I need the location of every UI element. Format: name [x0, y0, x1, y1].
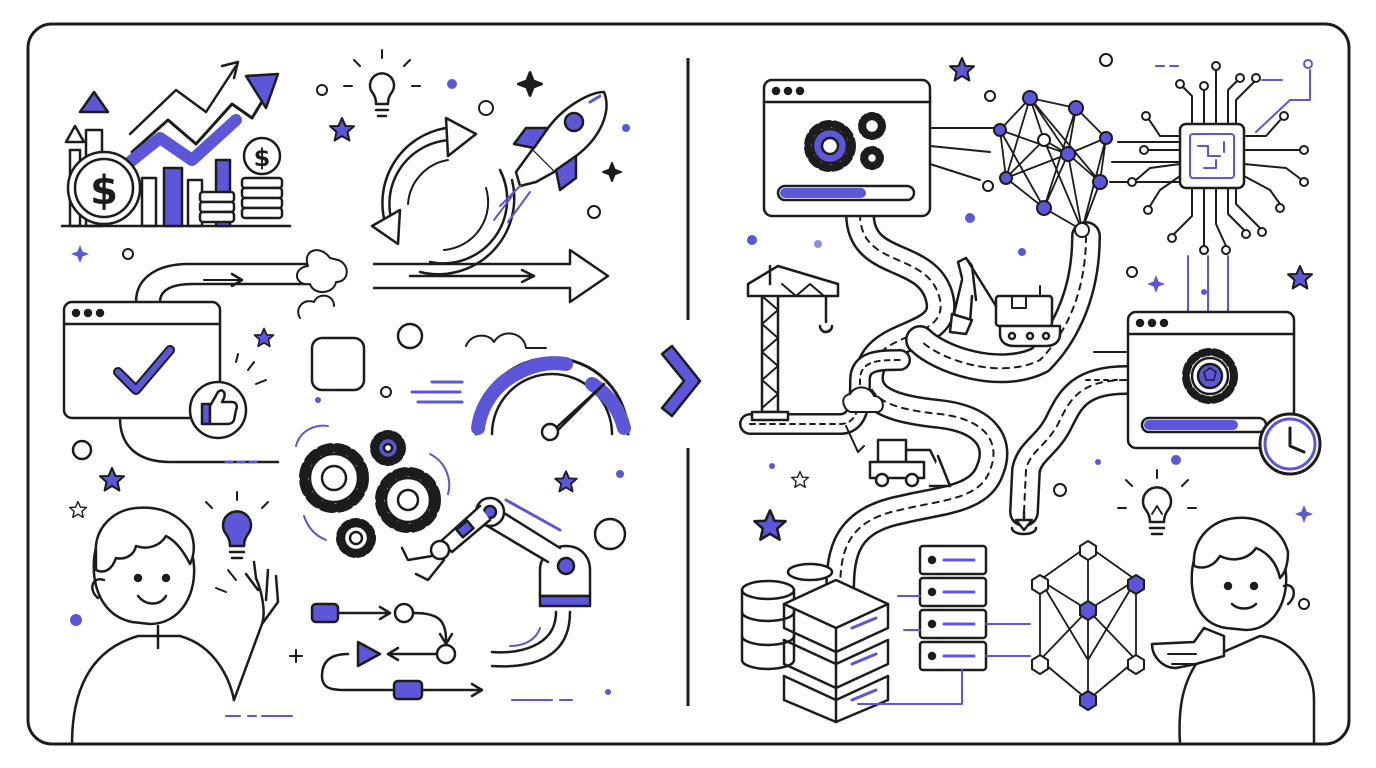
ring-decoration — [593, 517, 627, 551]
arrow-path-icon — [134, 248, 610, 319]
excavator-icon — [948, 256, 1062, 348]
road-map-icon — [739, 199, 1141, 615]
pointing-person-icon — [1150, 516, 1316, 746]
thumbs-up-icon — [188, 353, 267, 440]
server-rack-icon — [782, 544, 1031, 724]
lightbulb-icon-right — [1117, 469, 1197, 536]
rocket-icon — [493, 90, 608, 223]
gears-icon — [295, 424, 451, 558]
speedometer-icon — [410, 332, 631, 442]
chevron-right-icon — [660, 344, 702, 418]
left-decorations — [68, 71, 630, 695]
ring-decoration — [396, 322, 424, 350]
center-divider — [660, 58, 702, 706]
dollar-sign-small: $ — [254, 144, 271, 172]
gear-window-icon — [1126, 310, 1296, 450]
settings-window-icon — [762, 78, 932, 218]
left-panel: $ $ — [60, 49, 631, 746]
flowchart-icon — [289, 602, 484, 701]
robot-arm-icon — [400, 496, 592, 668]
clock-icon — [1258, 412, 1322, 476]
neural-network-icon — [993, 90, 1181, 238]
crane-icon — [746, 264, 840, 422]
right-decorations — [747, 57, 1313, 541]
square-shape — [310, 336, 366, 392]
waving-person-icon — [70, 506, 280, 746]
refresh-cycle-icon — [370, 116, 516, 276]
database-icon — [740, 562, 834, 671]
cube-network-icon — [1031, 540, 1145, 711]
browser-check-icon — [62, 300, 280, 464]
dollar-sign: $ — [90, 168, 118, 214]
bulldozer-icon — [842, 386, 952, 488]
lightbulb-icon-small — [205, 491, 269, 560]
cpu-chip-icon — [1127, 59, 1313, 313]
right-panel — [739, 53, 1322, 746]
lightbulb-icon — [343, 49, 421, 118]
coin-stack-icon: $ $ — [66, 136, 284, 226]
